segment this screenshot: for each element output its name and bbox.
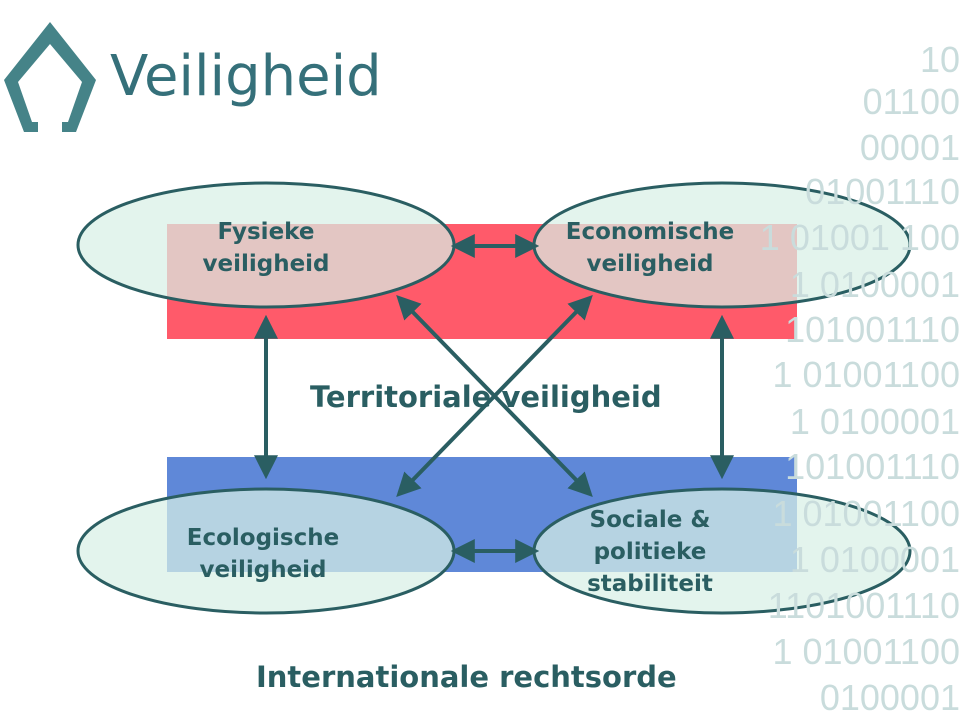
node-sociale: Sociale & politieke stabiliteit: [545, 504, 755, 600]
node-label: veiligheid: [199, 557, 327, 583]
node-label: Ecologische: [186, 525, 340, 551]
logo-icon: [4, 22, 96, 132]
node-label: veiligheid: [586, 251, 714, 277]
node-label: stabiliteit: [587, 571, 713, 597]
node-fysieke: Fysieke veiligheid: [166, 216, 366, 280]
node-label: Sociale & politieke: [589, 507, 711, 565]
node-ecologische: Ecologische veiligheid: [153, 522, 373, 586]
node-label: veiligheid: [202, 251, 330, 277]
node-label: Economische: [565, 219, 735, 245]
internationale-label: Internationale rechtsorde: [256, 660, 677, 694]
slide-title: Veiligheid: [110, 44, 382, 109]
node-label: Fysieke: [217, 219, 315, 245]
node-economische: Economische veiligheid: [550, 216, 750, 280]
territoriale-label: Territoriale veiligheid: [310, 380, 662, 414]
arrow-diag-2: [396, 294, 593, 498]
